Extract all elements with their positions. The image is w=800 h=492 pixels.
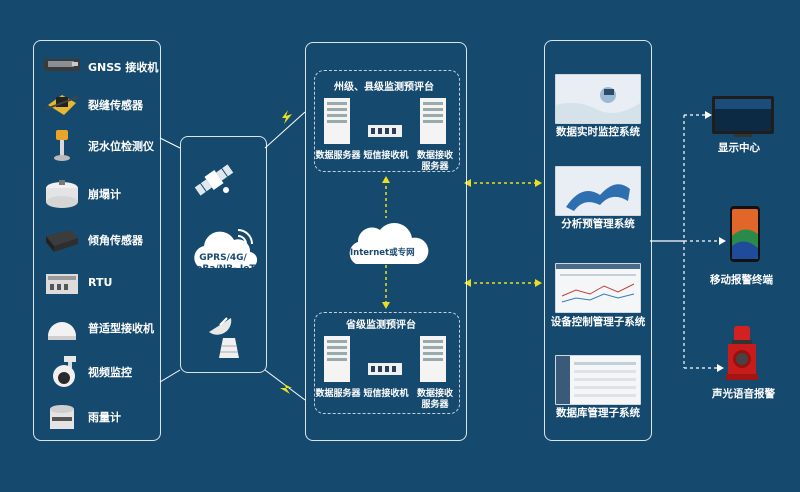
upper-platform-box	[314, 70, 460, 172]
output-label-mobile: 移动报警终端	[710, 274, 773, 286]
system-screenshot-database	[555, 355, 641, 405]
device-label: 倾角传感器	[88, 234, 143, 247]
sms-receiver-icon	[368, 363, 402, 375]
sms-label: 短信接收机	[363, 389, 409, 399]
system-screenshot-device-control	[555, 263, 641, 313]
dish-antenna-icon	[205, 312, 245, 360]
universal-receiver-icon	[42, 310, 82, 344]
wireless-label-line2: LoRa/NB- IoT	[190, 264, 256, 274]
lower-platform-box	[314, 312, 460, 414]
mobile-phone-icon	[730, 206, 760, 262]
server-label: 数据服务器	[315, 151, 361, 161]
tilt-sensor-icon	[42, 222, 82, 256]
device-panel	[33, 40, 161, 441]
platform-panel	[305, 42, 467, 441]
device-label: GNSS 接收机	[88, 61, 159, 74]
device-item-gnss: GNSS 接收机	[40, 47, 160, 87]
device-label: 普适型接收机	[88, 322, 154, 335]
data-server-icon	[324, 98, 350, 144]
receiver-label-line1: 数据接收	[416, 151, 453, 161]
gnss-receiver-icon	[42, 49, 82, 83]
receiver-label-line2: 服务器	[421, 162, 449, 172]
device-item-universal-receiver: 普适型接收机	[40, 308, 160, 348]
transport-panel	[180, 136, 267, 373]
device-label: 崩塌计	[88, 188, 121, 201]
system-screenshot-monitoring	[555, 74, 641, 124]
output-label-display: 显示中心	[718, 142, 760, 154]
crack-sensor-icon	[42, 87, 82, 121]
data-receiver-server-icon	[420, 98, 446, 144]
alarm-siren-icon	[722, 326, 766, 382]
device-label: 泥水位检测仪	[88, 140, 154, 153]
lower-platform-title: 省级监测预评台	[346, 320, 416, 331]
wireless-cloud-icon	[186, 222, 262, 278]
mud-level-detector-icon	[42, 128, 82, 162]
system-label-device-control: 设备控制管理子系统	[550, 316, 646, 328]
device-label: RTU	[88, 276, 113, 289]
device-item-crack: 裂缝传感器	[40, 85, 160, 125]
signal-bolt-icon	[282, 110, 292, 124]
data-server-icon	[324, 336, 350, 382]
wireless-label-line1: GPRS/4G/	[199, 253, 247, 263]
system-label-monitoring: 数据实时监控系统	[556, 126, 640, 138]
receiver-label-line1: 数据接收	[416, 389, 453, 399]
output-label-alarm: 声光语音报警	[712, 388, 775, 400]
signal-bolt-icon	[280, 384, 292, 394]
rtu-icon	[42, 266, 82, 300]
system-label-analysis: 分析预管理系统	[561, 218, 635, 230]
system-screenshot-analysis	[555, 166, 641, 216]
collapse-meter-icon	[42, 176, 82, 210]
upper-platform-title: 州级、县级监测预评台	[334, 82, 434, 93]
device-item-rain: 雨量计	[40, 397, 160, 437]
monitor-icon	[712, 96, 774, 138]
device-item-video: 视频监控	[40, 352, 160, 392]
server-label: 数据服务器	[315, 389, 361, 399]
receiver-label-line2: 服务器	[421, 400, 449, 410]
device-item-collapse: 崩塌计	[40, 174, 160, 214]
device-label: 裂缝传感器	[88, 99, 143, 112]
systems-panel	[544, 40, 652, 441]
satellite-icon	[192, 158, 236, 202]
cloud-label: Internet或专网	[350, 248, 415, 258]
device-item-rtu: RTU	[40, 264, 160, 304]
video-camera-icon	[42, 354, 82, 388]
device-label: 视频监控	[88, 366, 132, 379]
internet-cloud-icon	[342, 218, 432, 268]
rain-gauge-icon	[42, 399, 82, 433]
device-label: 雨量计	[88, 411, 121, 424]
system-label-database: 数据库管理子系统	[556, 407, 640, 419]
sms-label: 短信接收机	[363, 151, 409, 161]
device-item-mud-level: 泥水位检测仪	[40, 126, 160, 166]
sms-receiver-icon	[368, 125, 402, 137]
data-receiver-server-icon	[420, 336, 446, 382]
device-item-tilt: 倾角传感器	[40, 220, 160, 260]
